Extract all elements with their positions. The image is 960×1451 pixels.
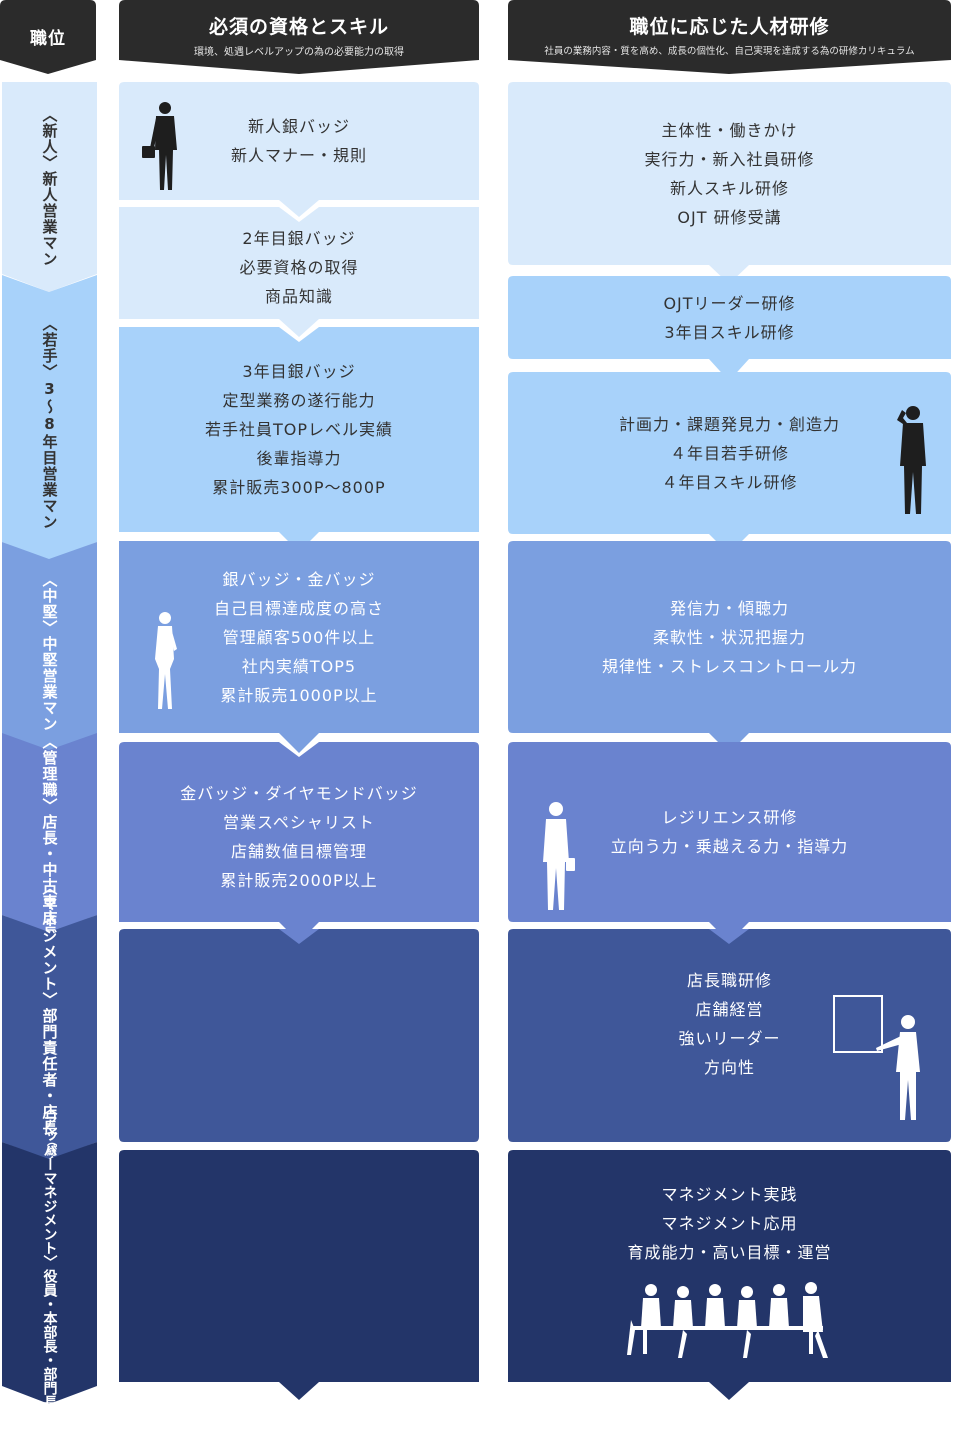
- training-7-line-1: マネジメント実践: [661, 1184, 798, 1204]
- training-1-line-3: 新人スキル研修: [669, 178, 789, 198]
- rank-midlevel-category: 〈中堅〉: [40, 572, 59, 636]
- skill-4-line-2: 自己目標達成度の高さ: [213, 598, 384, 618]
- skill-box-2: 2年目銀バッジ 必要資格の取得 商品知識: [119, 207, 479, 342]
- rank-manager-title: 店長・中古車店長: [40, 814, 59, 942]
- businessman-standing-icon: [543, 802, 575, 910]
- training-box-2: OJTリーダー研修 3年目スキル研修: [508, 276, 951, 381]
- skill-box-3: 3年目銀バッジ 定型業務の遂行能力 若手社員TOPレベル実績 後輩指導力 累計販…: [119, 327, 479, 552]
- rank-management-title: 部門責任者・店長: [40, 1007, 59, 1136]
- skill-box-7: [119, 1150, 479, 1400]
- skill-box-6: [119, 929, 479, 1142]
- rank-manager: 〈管理職〉店長・中古車店長: [2, 733, 97, 942]
- rank-newcomer: 〈新人〉新人営業マン: [2, 82, 97, 292]
- skill-3-line-5: 累計販売300P〜800P: [212, 478, 386, 497]
- training-2-line-2: 3年目スキル研修: [664, 322, 795, 342]
- training-box-6-arrow: [709, 929, 749, 944]
- rank-upper-management-title: 役員・本部長・部門長・店長: [41, 1269, 58, 1451]
- skill-2-line-3: 商品知識: [264, 286, 333, 306]
- training-3-line-3: ４年目スキル研修: [661, 472, 798, 492]
- skill-box-6-arrow: [279, 929, 319, 944]
- training-1-line-1: 主体性・働きかけ: [661, 120, 798, 140]
- training-1-line-4: OJT 研修受講: [677, 207, 782, 227]
- training-7-line-3: 育成能力・高い目標・運営: [627, 1242, 832, 1262]
- training-box-4: 発信力・傾聴力 柔軟性・状況把握力 規律性・ストレスコントロール力: [508, 541, 951, 753]
- businessman-phone-icon: [897, 406, 926, 514]
- training-2-line-1: OJTリーダー研修: [663, 293, 796, 313]
- skill-4-line-3: 管理顧客500件以上: [222, 627, 376, 647]
- training-4-line-3: 規律性・ストレスコントロール力: [601, 656, 857, 676]
- training-5-line-2: 立向う力・乗越える力・指導力: [610, 837, 849, 856]
- skill-1-line-1: 新人銀バッジ: [247, 117, 350, 136]
- rank-management-category: 〈マネジメント〉: [40, 879, 59, 1008]
- skill-box-5: 金バッジ・ダイヤモンドバッジ 営業スペシャリスト 店舗数値目標管理 累計販売20…: [119, 742, 479, 942]
- skill-4-line-1: 銀バッジ・金バッジ: [222, 569, 376, 589]
- training-4-line-2: 柔軟性・状況把握力: [652, 627, 806, 647]
- rank-junior: 〈若手〉3〜8年目営業マン: [2, 275, 97, 560]
- training-box-5: レジリエンス研修 立向う力・乗越える力・指導力: [508, 742, 951, 942]
- training-column-title: 職位に応じた人材研修: [629, 16, 830, 38]
- training-3-line-1: 計画力・課題発見力・創造力: [618, 414, 840, 434]
- training-box-3: 計画力・課題発見力・創造力 ４年目若手研修 ４年目スキル研修: [508, 372, 951, 554]
- training-box-1: 主体性・働きかけ 実行力・新入社員研修 新人スキル研修 OJT 研修受講: [508, 82, 951, 284]
- skill-3-line-1: 3年目銀バッジ: [242, 362, 356, 381]
- training-4-line-1: 発信力・傾聴力: [669, 598, 789, 618]
- skills-column-title: 必須の資格とスキル: [208, 16, 389, 38]
- skill-box-4: 銀バッジ・金バッジ 自己目標達成度の高さ 管理顧客500件以上 社内実績TOP5…: [119, 541, 479, 753]
- skill-1-line-2: 新人マナー・規則: [230, 146, 367, 165]
- training-box-7: マネジメント実践 マネジメント応用 育成能力・高い目標・運営: [508, 1150, 951, 1400]
- rank-newcomer-title: 新人営業マン: [40, 171, 59, 267]
- rank-upper-management-category: 〈アッパーマネジメント〉: [41, 1101, 58, 1269]
- rank-column-header: 職位: [0, 0, 96, 74]
- training-box-6: 店長職研修 店舗経営 強いリーダー 方向性: [508, 929, 951, 1142]
- training-6-line-1: 店長職研修: [686, 971, 772, 990]
- rank-newcomer-category: 〈新人〉: [40, 107, 59, 171]
- rank-midlevel: 〈中堅〉中堅営業マン: [2, 542, 97, 752]
- skills-column-header: 必須の資格とスキル 環境、処遇レベルアップの為の必要能力の取得: [119, 0, 479, 74]
- training-column-header: 職位に応じた人材研修 社員の業務内容・質を高め、成長の個性化、自己実現を達成する…: [508, 0, 951, 74]
- training-6-line-4: 方向性: [703, 1058, 755, 1077]
- skill-box-1: 新人銀バッジ 新人マナー・規則: [119, 82, 479, 217]
- training-1-line-2: 実行力・新入社員研修: [644, 149, 815, 169]
- training-5-line-1: レジリエンス研修: [661, 808, 798, 827]
- rank-junior-title: 3〜8年目営業マン: [40, 379, 59, 530]
- skill-5-line-1: 金バッジ・ダイヤモンドバッジ: [180, 784, 418, 803]
- training-6-line-3: 強いリーダー: [678, 1029, 781, 1048]
- rank-midlevel-title: 中堅営業マン: [40, 636, 59, 732]
- rank-column-title: 職位: [30, 29, 66, 49]
- skill-3-line-2: 定型業務の遂行能力: [222, 391, 376, 410]
- skill-2-line-1: 2年目銀バッジ: [242, 228, 356, 248]
- presenter-whiteboard-icon: [833, 995, 920, 1120]
- skill-3-line-4: 後輩指導力: [256, 449, 342, 468]
- meeting-group-icon: [627, 1282, 828, 1358]
- rank-upper-management: 〈アッパーマネジメント〉役員・本部長・部門長・店長: [2, 1101, 97, 1451]
- skill-5-line-3: 店舗数値目標管理: [230, 842, 367, 861]
- training-7-line-2: マネジメント応用: [661, 1213, 798, 1233]
- skill-5-line-4: 累計販売2000P以上: [220, 871, 378, 890]
- rank-manager-category: 〈管理職〉: [40, 734, 59, 814]
- skills-column-subtitle: 環境、処遇レベルアップの為の必要能力の取得: [194, 47, 404, 58]
- training-3-line-2: ４年目若手研修: [669, 443, 789, 463]
- skill-4-line-5: 累計販売1000P以上: [220, 685, 378, 705]
- skill-3-line-3: 若手社員TOPレベル実績: [204, 420, 394, 439]
- businessman-briefcase-icon: [142, 102, 177, 190]
- businesswoman-icon: [155, 612, 177, 709]
- skill-2-line-2: 必要資格の取得: [239, 257, 359, 277]
- skill-4-line-4: 社内実績TOP5: [241, 656, 357, 676]
- rank-junior-category: 〈若手〉: [40, 315, 59, 380]
- training-6-line-2: 店舗経営: [695, 1000, 764, 1019]
- training-column-subtitle: 社員の業務内容・質を高め、成長の個性化、自己実現を達成する為の研修カリキュラム: [544, 46, 915, 57]
- skill-5-line-2: 営業スペシャリスト: [223, 813, 375, 832]
